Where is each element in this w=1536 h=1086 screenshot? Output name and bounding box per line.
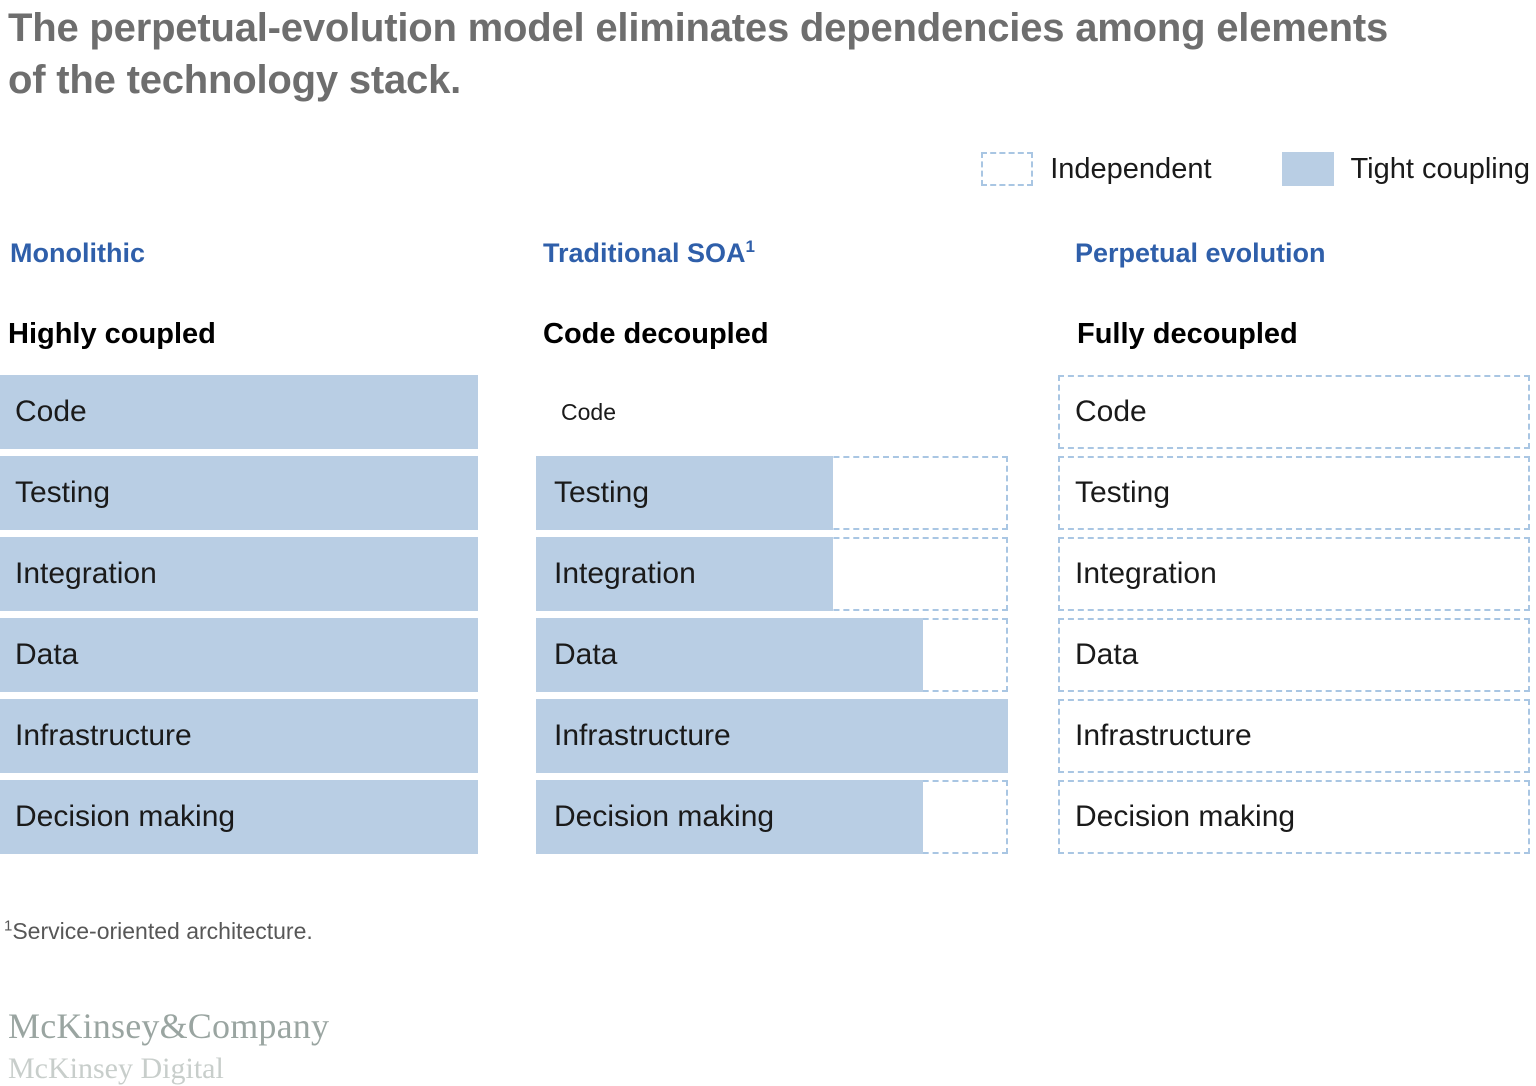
row-label: Code bbox=[15, 395, 87, 428]
footnote-marker: 1 bbox=[745, 237, 755, 256]
column-subtitle-monolithic: Highly coupled bbox=[8, 318, 216, 350]
row-label: Infrastructure bbox=[15, 719, 192, 752]
footnote-text: Service-oriented architecture. bbox=[12, 918, 313, 944]
bar-fill bbox=[536, 456, 834, 530]
row-label: Testing bbox=[554, 476, 650, 509]
table-row: Data bbox=[0, 618, 478, 692]
bar-fill bbox=[0, 375, 478, 449]
page-title: The perpetual-evolution model eliminates… bbox=[8, 6, 1389, 102]
table-row: Infrastructure bbox=[536, 699, 1008, 773]
row-label: Testing bbox=[15, 476, 111, 509]
table-row: Testing bbox=[1058, 456, 1530, 530]
mckinsey-logo: McKinsey&Company bbox=[8, 1006, 330, 1046]
legend: Independent Tight coupling bbox=[981, 152, 1530, 186]
column-title-text: Traditional SOA bbox=[543, 238, 746, 268]
bar-independent-outline bbox=[1058, 780, 1530, 854]
row-label: Testing bbox=[1075, 476, 1171, 509]
column-title-text: Perpetual evolution bbox=[1075, 238, 1326, 268]
bar-fill bbox=[0, 780, 478, 854]
bar-fill bbox=[0, 456, 478, 530]
bar-independent-outline bbox=[1058, 375, 1530, 449]
bar-fill bbox=[0, 618, 478, 692]
table-row: Code bbox=[1058, 375, 1530, 449]
table-row: Infrastructure bbox=[1058, 699, 1530, 773]
bar-independent-outline bbox=[1058, 618, 1530, 692]
legend-swatch-independent-icon bbox=[981, 152, 1034, 186]
table-row: Infrastructure bbox=[0, 699, 478, 773]
column-title-monolithic: Monolithic bbox=[10, 238, 145, 269]
footnote-marker: 1 bbox=[4, 917, 13, 935]
table-row: Decision making bbox=[1058, 780, 1530, 854]
table-row: Testing bbox=[536, 456, 1008, 530]
bar-fill bbox=[536, 618, 924, 692]
legend-swatch-tight-coupling-icon bbox=[1281, 152, 1334, 186]
row-label: Decision making bbox=[554, 800, 775, 833]
footnote: 1Service-oriented architecture. bbox=[4, 918, 313, 945]
column-subtitle-perpetual-evolution: Fully decoupled bbox=[1077, 318, 1298, 350]
column-title-text: Monolithic bbox=[10, 238, 145, 268]
bar-fill bbox=[536, 699, 1008, 773]
row-label: Infrastructure bbox=[554, 719, 731, 752]
rows-traditional-soa: Code Testing Integration Data Infrastruc… bbox=[536, 375, 1008, 854]
row-label: Integration bbox=[15, 557, 157, 590]
legend-label-tight-coupling: Tight coupling bbox=[1350, 153, 1530, 185]
row-label: Code bbox=[1075, 395, 1147, 428]
row-label: Decision making bbox=[15, 800, 236, 833]
table-row: Integration bbox=[536, 537, 1008, 611]
row-label: Decision making bbox=[1075, 800, 1296, 833]
legend-label-independent: Independent bbox=[1050, 153, 1212, 185]
table-row: Integration bbox=[0, 537, 478, 611]
legend-item-independent: Independent bbox=[981, 152, 1212, 186]
bar-fill bbox=[536, 780, 924, 854]
table-row: Code bbox=[536, 375, 1008, 449]
rows-perpetual-evolution: Code Testing Integration Data Infrastruc… bbox=[1058, 375, 1530, 854]
table-row: Decision making bbox=[0, 780, 478, 854]
row-label: Code bbox=[561, 398, 616, 425]
legend-item-tight-coupling: Tight coupling bbox=[1281, 152, 1530, 186]
row-label: Data bbox=[554, 638, 618, 671]
table-row: Data bbox=[536, 618, 1008, 692]
mckinsey-logo-sub: McKinsey Digital bbox=[8, 1052, 224, 1085]
bar-fill bbox=[0, 537, 478, 611]
rows-monolithic: Code Testing Integration Data Infrastruc… bbox=[0, 375, 478, 854]
column-title-perpetual-evolution: Perpetual evolution bbox=[1075, 238, 1326, 269]
row-label: Data bbox=[1075, 638, 1139, 671]
table-row: Decision making bbox=[536, 780, 1008, 854]
bar-independent-outline bbox=[1058, 537, 1530, 611]
bar-fill bbox=[0, 699, 478, 773]
row-label: Integration bbox=[1075, 557, 1217, 590]
row-label: Infrastructure bbox=[1075, 719, 1252, 752]
row-label: Integration bbox=[554, 557, 696, 590]
bar-independent-outline bbox=[1058, 699, 1530, 773]
table-row: Code bbox=[0, 375, 478, 449]
table-row: Integration bbox=[1058, 537, 1530, 611]
table-row: Data bbox=[1058, 618, 1530, 692]
row-label: Data bbox=[15, 638, 79, 671]
column-title-traditional-soa: Traditional SOA1 bbox=[543, 238, 755, 269]
bar-fill bbox=[536, 537, 834, 611]
column-subtitle-traditional-soa: Code decoupled bbox=[543, 318, 769, 350]
bar-independent-outline bbox=[1058, 456, 1530, 530]
table-row: Testing bbox=[0, 456, 478, 530]
